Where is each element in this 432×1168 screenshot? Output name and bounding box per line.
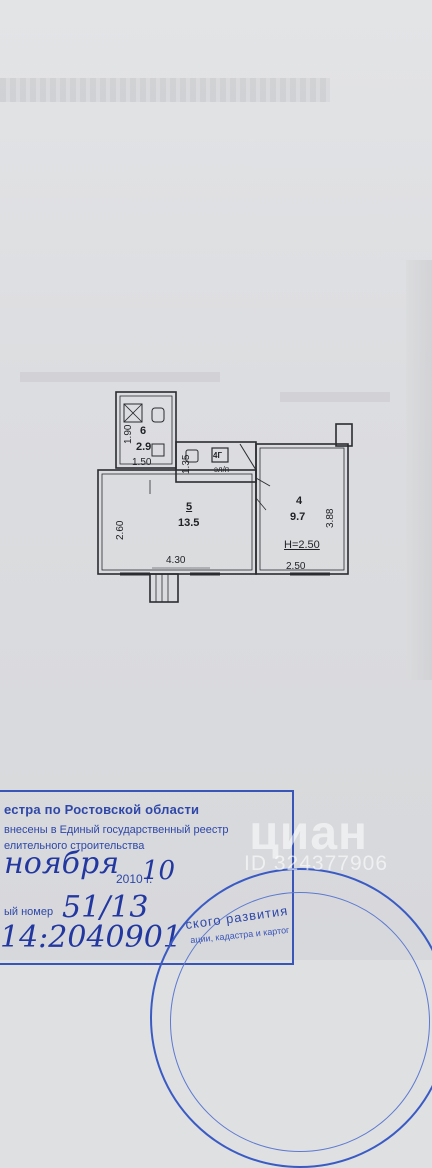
dimension-3-88: 3.88: [325, 508, 336, 528]
handwritten-number: 51/13: [62, 890, 149, 925]
dimension-2-60: 2.60: [115, 520, 126, 540]
handwritten-month: ноября: [4, 846, 120, 881]
ceiling-height: H=2.50: [284, 539, 320, 551]
stamp-line-1: естра по Ростовской области: [4, 802, 200, 817]
room-4-area: 9.7: [290, 511, 306, 523]
dimension-1-90: 1.90: [123, 424, 134, 444]
dimension-4-30: 4.30: [166, 555, 186, 566]
room-6-area: 2.9: [136, 441, 152, 453]
room-5-area: 13.5: [178, 517, 200, 529]
room-5-number: 5: [186, 501, 193, 513]
watermark-id: ID 324377906: [244, 852, 388, 875]
handwritten-day: 10: [142, 856, 176, 886]
dimension-1-50: 1.50: [132, 457, 152, 468]
handwritten-code: 14:2040901: [0, 920, 182, 955]
electric-panel-label: эл/п: [214, 465, 230, 474]
floor-plan-drawing: [97, 391, 353, 603]
stamp-number-label: ый номер: [4, 906, 54, 918]
floor-plan: 6 2.9 5 13.5 4 9.7 1.90 1.50 1.35 2.60 4…: [90, 378, 360, 608]
watermark-brand: циан: [249, 807, 368, 860]
dimension-2-50: 2.50: [286, 561, 306, 572]
room-4-number: 4: [296, 495, 303, 507]
faded-text-line: [20, 372, 220, 382]
faded-text-line: [280, 392, 390, 402]
stamp-line-2: внесены в Единый государственный реестр: [4, 824, 229, 836]
stamp-line-3: елительного строительства: [4, 840, 145, 852]
faded-header-text: [0, 78, 330, 102]
stamp-year: 2010 г.: [116, 872, 153, 886]
dimension-1-35: 1.35: [181, 454, 192, 474]
round-seal-inner: [170, 892, 430, 1152]
appliance-code: 4Г: [213, 451, 222, 460]
paper-edge: [406, 260, 432, 680]
room-6-number: 6: [140, 425, 147, 437]
